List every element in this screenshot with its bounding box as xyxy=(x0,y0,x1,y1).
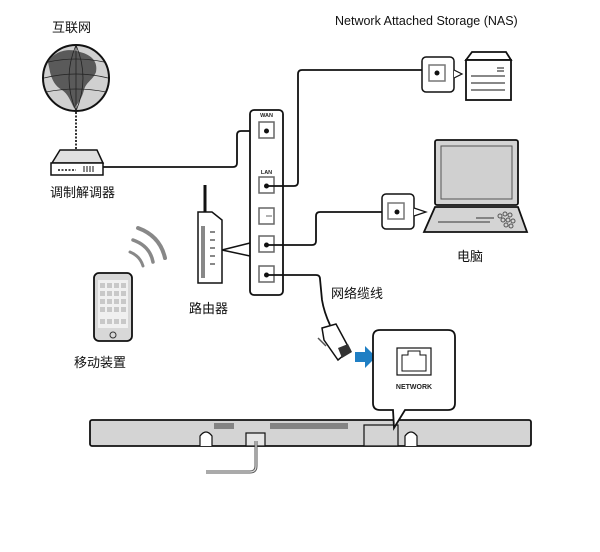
laptop-icon xyxy=(422,139,529,233)
lan-port-1 xyxy=(258,176,275,194)
lan-port-4 xyxy=(258,265,275,283)
lan-port-2 xyxy=(258,207,275,225)
internet-label: 互联网 xyxy=(52,21,92,36)
computer-port-badge xyxy=(381,193,428,230)
lan-port-3 xyxy=(258,235,275,253)
lan-label: LAN xyxy=(261,170,272,176)
soundbar-network-cable xyxy=(266,274,331,326)
modem-icon xyxy=(50,149,105,176)
network-port-label: NETWORK xyxy=(396,384,432,391)
network-port-callout: NETWORK xyxy=(372,329,456,431)
wan-port xyxy=(258,121,275,139)
router-label: 路由器 xyxy=(189,302,229,317)
ethernet-plug-icon xyxy=(317,323,352,362)
nas-label: Network Attached Storage (NAS) xyxy=(335,14,518,28)
computer-cable xyxy=(266,211,392,246)
wifi-signal-icon xyxy=(128,226,167,268)
network-cable-label: 网络缆线 xyxy=(331,287,384,302)
router-ports xyxy=(258,121,275,283)
nas-cable xyxy=(266,69,432,187)
modem-label: 调制解调器 xyxy=(50,186,116,201)
mobile-device-label: 移动装置 xyxy=(74,356,127,371)
nas-device-icon xyxy=(464,51,513,101)
wan-label: WAN xyxy=(260,113,273,119)
modem-wan-cable xyxy=(103,130,266,168)
soundbar-icon xyxy=(89,419,532,474)
computer-label: 电脑 xyxy=(457,250,484,265)
insert-arrow-icon xyxy=(355,346,376,368)
mobile-device-icon xyxy=(93,272,133,342)
router-icon xyxy=(197,185,251,284)
nas-port-badge xyxy=(421,56,464,93)
globe-icon xyxy=(42,44,110,112)
